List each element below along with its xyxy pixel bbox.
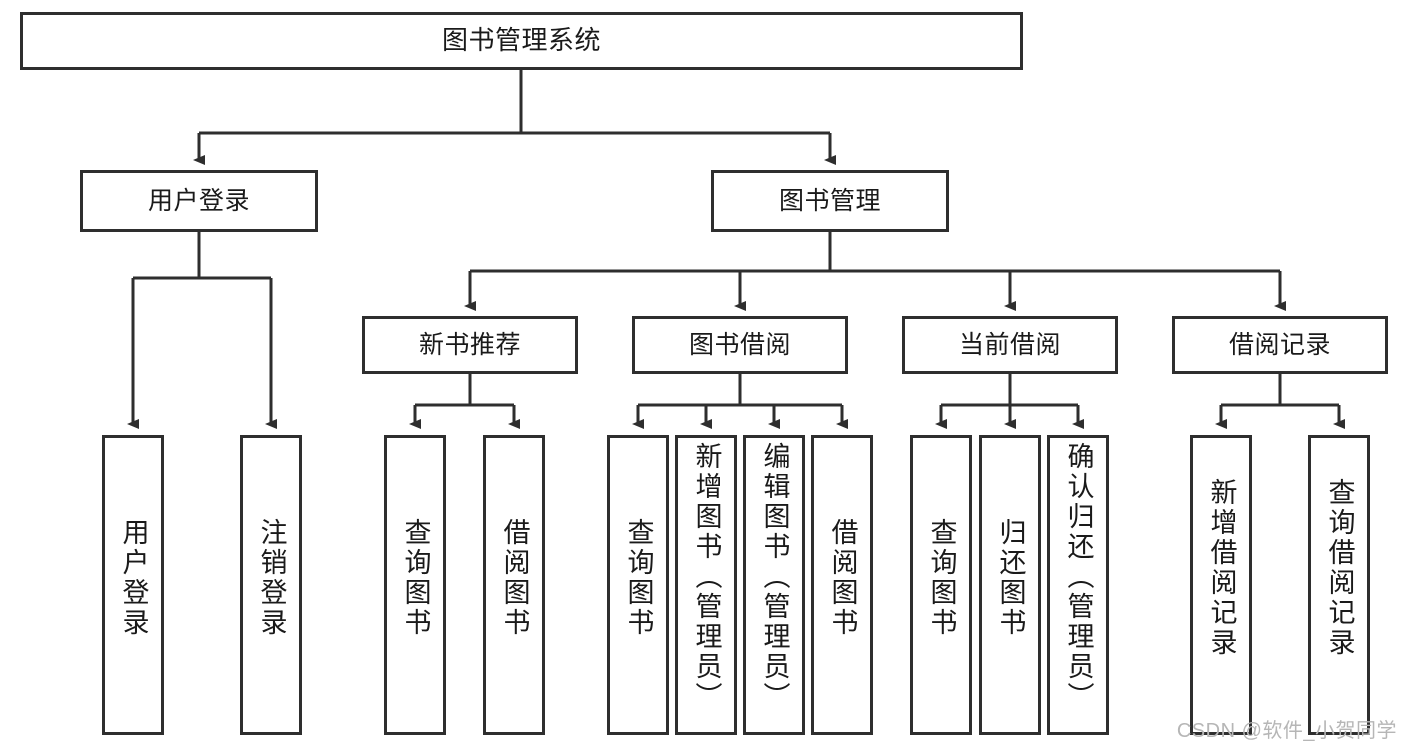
node-label: 用户登录 bbox=[118, 518, 149, 638]
node-label: 新书推荐 bbox=[418, 330, 521, 359]
node-label: 图书管理系统 bbox=[441, 25, 601, 56]
node-root-system[interactable]: 图书管理系统 bbox=[20, 12, 1023, 70]
node-book-management[interactable]: 图书管理 bbox=[711, 170, 949, 232]
node-label: 借阅图书 bbox=[499, 518, 530, 638]
node-label: 新增借阅记录 bbox=[1206, 478, 1237, 658]
node-label: 确认归还（管理员） bbox=[1063, 442, 1094, 712]
node-leaf-user-login[interactable]: 用户登录 bbox=[102, 435, 164, 735]
node-leaf-query-book-borrow[interactable]: 查询图书 bbox=[607, 435, 669, 735]
node-label: 当前借阅 bbox=[958, 330, 1061, 359]
node-label: 查询图书 bbox=[623, 518, 654, 638]
node-label: 查询图书 bbox=[926, 518, 957, 638]
node-borrow-records[interactable]: 借阅记录 bbox=[1172, 316, 1388, 374]
node-leaf-borrow-book-newbook[interactable]: 借阅图书 bbox=[483, 435, 545, 735]
node-leaf-query-borrow-record[interactable]: 查询借阅记录 bbox=[1308, 435, 1370, 735]
node-new-book-recommendation[interactable]: 新书推荐 bbox=[362, 316, 578, 374]
node-label: 注销登录 bbox=[256, 518, 287, 638]
node-label: 图书借阅 bbox=[688, 330, 791, 359]
node-label: 查询图书 bbox=[400, 518, 431, 638]
node-label: 新增图书（管理员） bbox=[691, 442, 722, 712]
node-user-login[interactable]: 用户登录 bbox=[80, 170, 318, 232]
node-label: 编辑图书（管理员） bbox=[759, 442, 790, 712]
node-leaf-confirm-return-admin[interactable]: 确认归还（管理员） bbox=[1047, 435, 1109, 735]
node-book-borrowing[interactable]: 图书借阅 bbox=[632, 316, 848, 374]
node-label: 归还图书 bbox=[995, 518, 1026, 638]
node-leaf-query-book-newbook[interactable]: 查询图书 bbox=[384, 435, 446, 735]
node-leaf-query-book-current[interactable]: 查询图书 bbox=[910, 435, 972, 735]
node-label: 用户登录 bbox=[147, 186, 250, 215]
node-leaf-logout[interactable]: 注销登录 bbox=[240, 435, 302, 735]
node-leaf-borrow-book[interactable]: 借阅图书 bbox=[811, 435, 873, 735]
node-leaf-edit-book-admin[interactable]: 编辑图书（管理员） bbox=[743, 435, 805, 735]
node-leaf-add-book-admin[interactable]: 新增图书（管理员） bbox=[675, 435, 737, 735]
node-label: 借阅图书 bbox=[827, 518, 858, 638]
node-label: 查询借阅记录 bbox=[1324, 478, 1355, 658]
node-label: 图书管理 bbox=[778, 186, 881, 215]
node-leaf-return-book[interactable]: 归还图书 bbox=[979, 435, 1041, 735]
node-leaf-add-borrow-record[interactable]: 新增借阅记录 bbox=[1190, 435, 1252, 735]
node-label: 借阅记录 bbox=[1228, 330, 1331, 359]
node-current-borrowing[interactable]: 当前借阅 bbox=[902, 316, 1118, 374]
